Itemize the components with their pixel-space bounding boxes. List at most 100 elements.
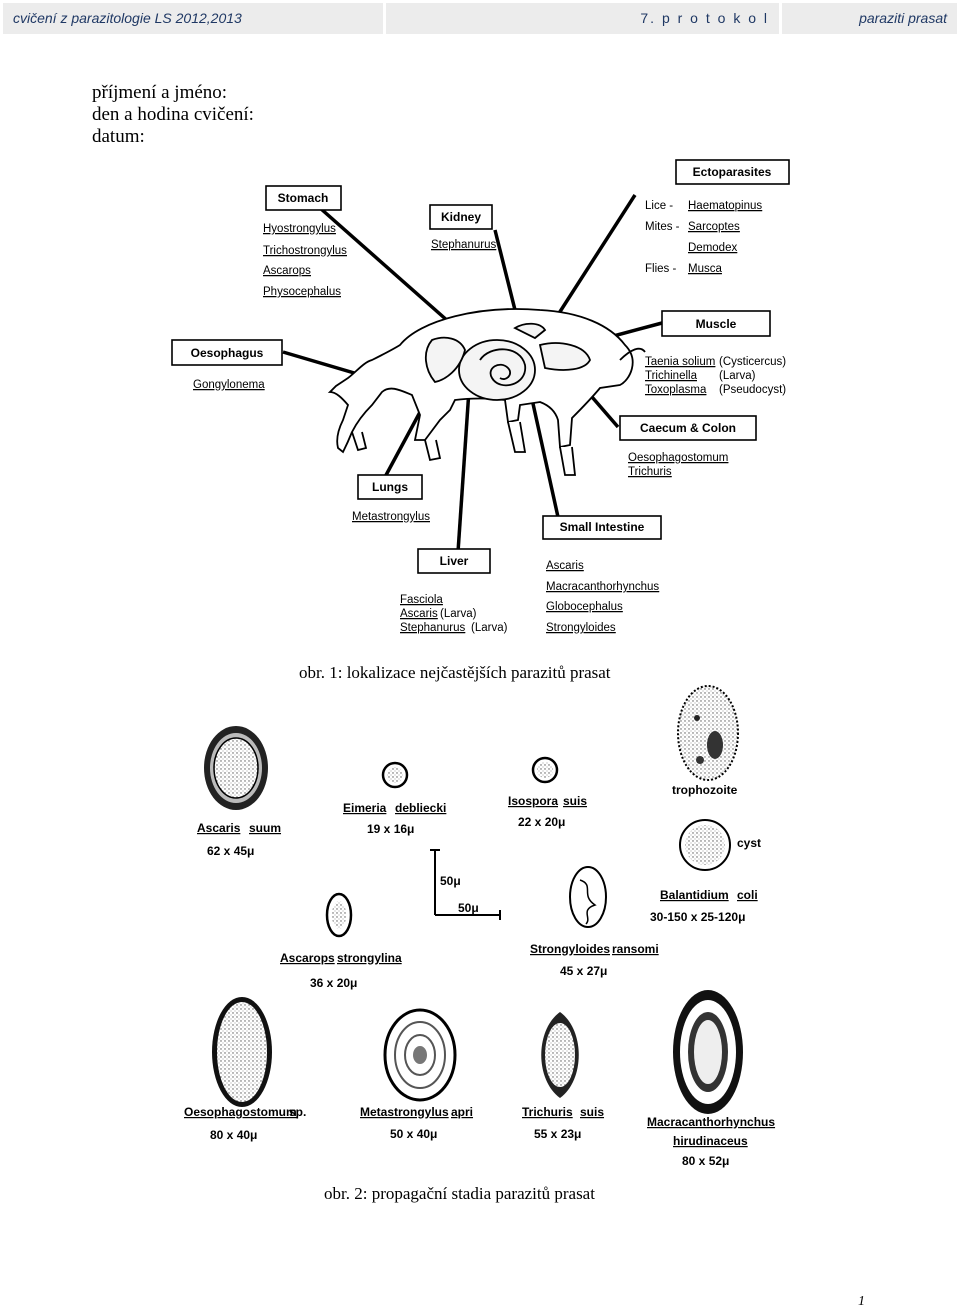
- connector-liver: [456, 374, 472, 553]
- oesophagus-parasite: Gongylonema: [193, 379, 265, 391]
- macracanthorhynchus-size: 80 x 52μ: [682, 1154, 729, 1168]
- strongyloides-size: 45 x 27μ: [560, 964, 607, 978]
- trichuris-egg-drawing: [541, 1012, 579, 1098]
- metastrongylus-genus: Metastrongylus: [360, 1105, 449, 1119]
- muscle-box: [661, 310, 771, 337]
- small-intestine-box: [542, 515, 662, 540]
- ecto-group: Lice -: [645, 200, 673, 212]
- class-label: den a hodina cvičení:: [92, 104, 254, 125]
- strongyloides-species: ransomi: [612, 942, 659, 956]
- stomach-parasite: Ascarops: [263, 265, 311, 277]
- macracanthorhynchus-genus: Macracanthorhynchus: [647, 1115, 775, 1129]
- macracanthorhynchus-species: hirudinaceus: [673, 1134, 748, 1148]
- ascaris-species: suum: [249, 821, 281, 835]
- oesophagus-box: [171, 339, 283, 366]
- ascarops-species: strongylina: [337, 951, 402, 965]
- muscle-parasite: Trichinella: [645, 370, 698, 382]
- caecum-parasite: Oesophagostomum: [628, 452, 728, 464]
- connector-small-intestine: [528, 389, 560, 518]
- stomach-parasite: Hyostrongylus: [263, 223, 336, 235]
- stomach-title: Stomach: [278, 191, 329, 205]
- balantidium-cyst-drawing: [679, 819, 731, 871]
- oesophagus-title: Oesophagus: [191, 346, 264, 360]
- caecum-parasite: Trichuris: [628, 466, 672, 478]
- header-course-title: cvičení z parazitologie LS 2012,2013: [3, 3, 383, 34]
- liver-parasite: Stephanurus: [400, 622, 465, 634]
- ecto-group: Mites -: [645, 221, 680, 233]
- date-label: datum:: [92, 126, 145, 147]
- figure-2-caption: obr. 2: propagační stadia parazitů prasa…: [324, 1184, 595, 1203]
- scale-horizontal-label: 50μ: [458, 901, 479, 915]
- oesophagostomum-species: sp.: [289, 1105, 306, 1119]
- ascaris-egg-drawing: [204, 726, 268, 810]
- ecto-title: Ectoparasites: [693, 165, 772, 179]
- kidney-parasite: Stephanurus: [431, 239, 496, 251]
- eimeria-size: 19 x 16μ: [367, 822, 414, 836]
- lungs-box: [357, 474, 423, 500]
- pig-illustration: [327, 308, 646, 476]
- balantidium-size: 30-150 x 25-120μ: [650, 910, 745, 924]
- page-number: 1: [858, 1294, 865, 1309]
- lungs-parasite: Metastrongylus: [352, 511, 430, 523]
- muscle-stage: (Cysticercus): [719, 356, 786, 368]
- lungs-title: Lungs: [372, 480, 408, 494]
- small-intestine-title: Small Intestine: [560, 520, 645, 534]
- ecto-parasite: Sarcoptes: [688, 221, 740, 233]
- figure-1-diagram: Stomach Kidney Ectoparasites Oesophagus …: [171, 159, 790, 634]
- isospora-species: suis: [563, 794, 587, 808]
- stomach-parasite: Physocephalus: [263, 286, 341, 298]
- liver-stage: (Larva): [440, 608, 477, 620]
- strongyloides-egg-drawing: [569, 866, 607, 928]
- small-intestine-parasite: Macracanthorhynchus: [546, 581, 659, 593]
- ecto-parasite: Musca: [688, 263, 722, 275]
- scale-bar: [430, 849, 501, 920]
- ascarops-size: 36 x 20μ: [310, 976, 357, 990]
- ecto-parasite: Demodex: [688, 242, 737, 254]
- trichuris-species: suis: [580, 1105, 604, 1119]
- trichuris-genus: Trichuris: [522, 1105, 573, 1119]
- kidney-box: [429, 204, 493, 230]
- liver-parasite: Fasciola: [400, 594, 443, 606]
- ecto-group: Flies -: [645, 263, 676, 275]
- metastrongylus-species: apri: [451, 1105, 473, 1119]
- stomach-parasite: Trichostrongylus: [263, 245, 347, 257]
- small-intestine-parasite: Ascaris: [546, 560, 584, 572]
- liver-parasite: Ascaris: [400, 608, 438, 620]
- eimeria-genus: Eimeria: [343, 801, 387, 815]
- header-protocol-number: 7. p r o t o k o l: [386, 3, 779, 34]
- stomach-box: [265, 185, 342, 211]
- isospora-oocyst-drawing: [531, 756, 559, 784]
- strongyloides-genus: Strongyloides: [530, 942, 610, 956]
- student-form: příjmení a jméno: den a hodina cvičení: …: [92, 82, 254, 148]
- header-topic: paraziti prasat: [782, 3, 957, 34]
- name-label: příjmení a jméno:: [92, 82, 228, 103]
- liver-stage: (Larva): [471, 622, 508, 634]
- balantidium-trophozoite-label: trophozoite: [672, 783, 738, 797]
- muscle-stage: (Pseudocyst): [719, 384, 786, 396]
- oesophagostomum-genus: Oesophagostomum: [184, 1105, 297, 1119]
- liver-title: Liver: [440, 554, 469, 568]
- caecum-box: [619, 415, 757, 441]
- liver-box: [417, 548, 491, 574]
- muscle-stage: (Larva): [719, 370, 756, 382]
- macracanthorhynchus-egg-drawing: [673, 990, 743, 1114]
- balantidium-species: coli: [737, 888, 758, 902]
- muscle-parasite: Taenia solium: [645, 356, 715, 368]
- ascarops-genus: Ascarops: [280, 951, 335, 965]
- metastrongylus-egg-drawing: [383, 1008, 457, 1102]
- caecum-title: Caecum & Colon: [640, 421, 736, 435]
- small-intestine-parasite: Strongyloides: [546, 622, 616, 634]
- small-intestine-parasite: Globocephalus: [546, 601, 623, 613]
- metastrongylus-size: 50 x 40μ: [390, 1127, 437, 1141]
- balantidium-genus: Balantidium: [660, 888, 729, 902]
- ascaris-genus: Ascaris: [197, 821, 241, 835]
- eimeria-species: debliecki: [395, 801, 446, 815]
- oesophagostomum-egg-drawing: [212, 997, 272, 1107]
- ecto-parasite: Haematopinus: [688, 200, 762, 212]
- ascarops-egg-drawing: [325, 892, 353, 938]
- muscle-parasite: Toxoplasma: [645, 384, 707, 396]
- kidney-title: Kidney: [441, 210, 481, 224]
- isospora-size: 22 x 20μ: [518, 815, 565, 829]
- oesophagostomum-size: 80 x 40μ: [210, 1128, 257, 1142]
